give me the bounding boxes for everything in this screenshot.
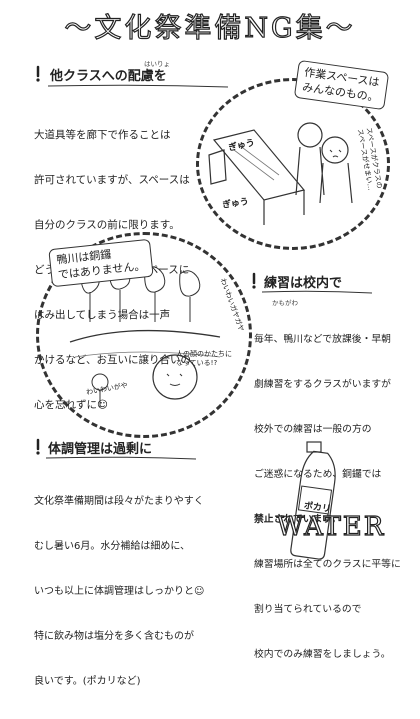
section2-heading: 練習は校内で — [264, 276, 343, 291]
face-note: 人の顔のかたちに なっている!? — [176, 350, 232, 367]
text-line: 毎年、鴨川などで放課後・早朝 — [254, 334, 391, 345]
section-consideration: はいりょ 他クラスへの配慮を 大道具等を廊下で作ることは 許可されていますが、ス… — [34, 60, 229, 411]
exclamation-icon — [36, 438, 40, 455]
text-line: 禁止されています。 — [254, 514, 341, 525]
section1-heading: 他クラスへの配慮を — [50, 69, 167, 84]
text-line: 許可されていますが、スペースは — [34, 174, 190, 186]
illustration-river — [36, 232, 252, 438]
text-line: 特に飲み物は塩分を多く含むものが — [34, 631, 194, 642]
text-line: ご迷惑になるため、銅鑼では — [254, 469, 382, 480]
text-line: 劇練習をするクラスがいますが — [254, 379, 391, 390]
text-line: 練習場所は全てのクラスに平等に — [254, 559, 401, 570]
page-title: 〜文化祭準備NG集〜 — [64, 12, 356, 44]
text-line: いつも以上に体調管理はしっかりと☺ — [34, 586, 205, 597]
text-line: 文化祭準備期間は段々がたまりやすく — [34, 496, 204, 507]
section-practice: 練習は校内で かもがわ — [250, 270, 418, 430]
text-line: むし暑い6月。水分補給は細めに、 — [34, 541, 191, 552]
text-line: 校外での練習は一般の方の — [254, 424, 372, 435]
illustration-workspace — [196, 78, 390, 250]
exclamation-icon — [252, 272, 256, 289]
section3-text: 文化祭準備期間は段々がたまりやすく むし暑い6月。水分補給は細めに、 いつも以上… — [34, 464, 204, 719]
text-line: 校内でのみ練習をしましょう。 — [254, 649, 391, 660]
section-health: 体調管理は過剰に 文化祭準備期間は段々がたまりやすく むし暑い6月。水分補給は細… — [34, 436, 254, 687]
kamo-ruby: かもがわ — [272, 299, 298, 307]
section3-heading: 体調管理は過剰に — [48, 442, 153, 457]
text-line: 良いです。(ポカリなど) — [34, 676, 141, 687]
student-figures — [295, 122, 353, 204]
text-line: 自分のクラスの前に限ります。 — [34, 219, 180, 231]
heading-underline — [261, 290, 373, 294]
heading-underline — [45, 456, 197, 460]
heading-ruby: はいりょ — [144, 60, 170, 68]
bottle-icon — [290, 441, 336, 560]
heading-underline — [47, 84, 229, 88]
text-line: 大道具等を廊下で作ることは — [34, 129, 171, 141]
water-text: WATER — [276, 511, 386, 542]
desk-drawing — [208, 129, 306, 225]
text-line: 割り当てられているので — [254, 604, 362, 615]
exclamation-icon — [36, 65, 40, 82]
